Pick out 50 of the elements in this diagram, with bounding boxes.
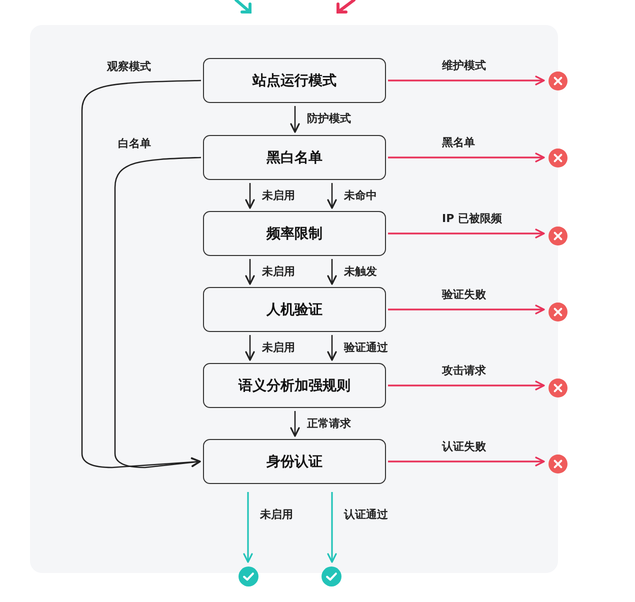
- edge-label: 未启用: [260, 264, 297, 278]
- process-box: 黑白名单: [203, 135, 386, 180]
- edge-label: 攻击请求: [440, 364, 488, 378]
- edge-label: 未命中: [342, 188, 379, 202]
- arrow: [388, 152, 545, 162]
- arrow: [388, 76, 545, 86]
- edge-label: IP 已被限频: [440, 212, 504, 226]
- process-box: 频率限制: [203, 211, 386, 256]
- arrow: [81, 80, 202, 468]
- edge-label: 白名单: [116, 136, 153, 150]
- arrow: [290, 106, 300, 133]
- check-icon: [238, 566, 259, 587]
- process-box: 人机验证: [203, 287, 386, 332]
- edge-label: 验证通过: [342, 340, 390, 354]
- edge-label: 观察模式: [105, 60, 153, 74]
- arrow: [243, 492, 253, 563]
- error-icon: [548, 378, 568, 398]
- edge-label: 未启用: [260, 340, 297, 354]
- edge-label: 维护模式: [440, 58, 488, 72]
- error-icon: [548, 226, 568, 246]
- arrow: [245, 259, 255, 285]
- edge-label: 未启用: [258, 508, 295, 522]
- arrow: [327, 183, 337, 209]
- arrow: [290, 411, 300, 437]
- edge-label: 黑名单: [440, 136, 477, 150]
- edge-label: 正常请求: [305, 416, 353, 430]
- process-box: 语义分析加强规则: [203, 363, 386, 408]
- arrow: [388, 380, 545, 390]
- edge-label: 未触发: [342, 264, 379, 278]
- arrow: [114, 156, 202, 468]
- error-icon: [548, 454, 568, 474]
- check-icon: [321, 566, 342, 587]
- edge-label: 验证失败: [440, 288, 488, 302]
- edge-label: 防护模式: [305, 112, 353, 126]
- error-icon: [548, 71, 568, 91]
- edge-label: 认证通过: [342, 508, 390, 522]
- process-box: 站点运行模式: [203, 58, 386, 103]
- edge-label: 未启用: [260, 188, 297, 202]
- arrow: [327, 259, 337, 285]
- arrow: [327, 492, 337, 563]
- arrow: [388, 456, 545, 466]
- arrow: [327, 335, 337, 361]
- arrow: [245, 183, 255, 209]
- arrow: [245, 335, 255, 361]
- error-icon: [548, 302, 568, 322]
- arrow: [388, 304, 545, 314]
- error-icon: [548, 148, 568, 168]
- arrow: [388, 228, 545, 238]
- edge-label: 认证失败: [440, 440, 488, 454]
- process-box: 身份认证: [203, 439, 386, 484]
